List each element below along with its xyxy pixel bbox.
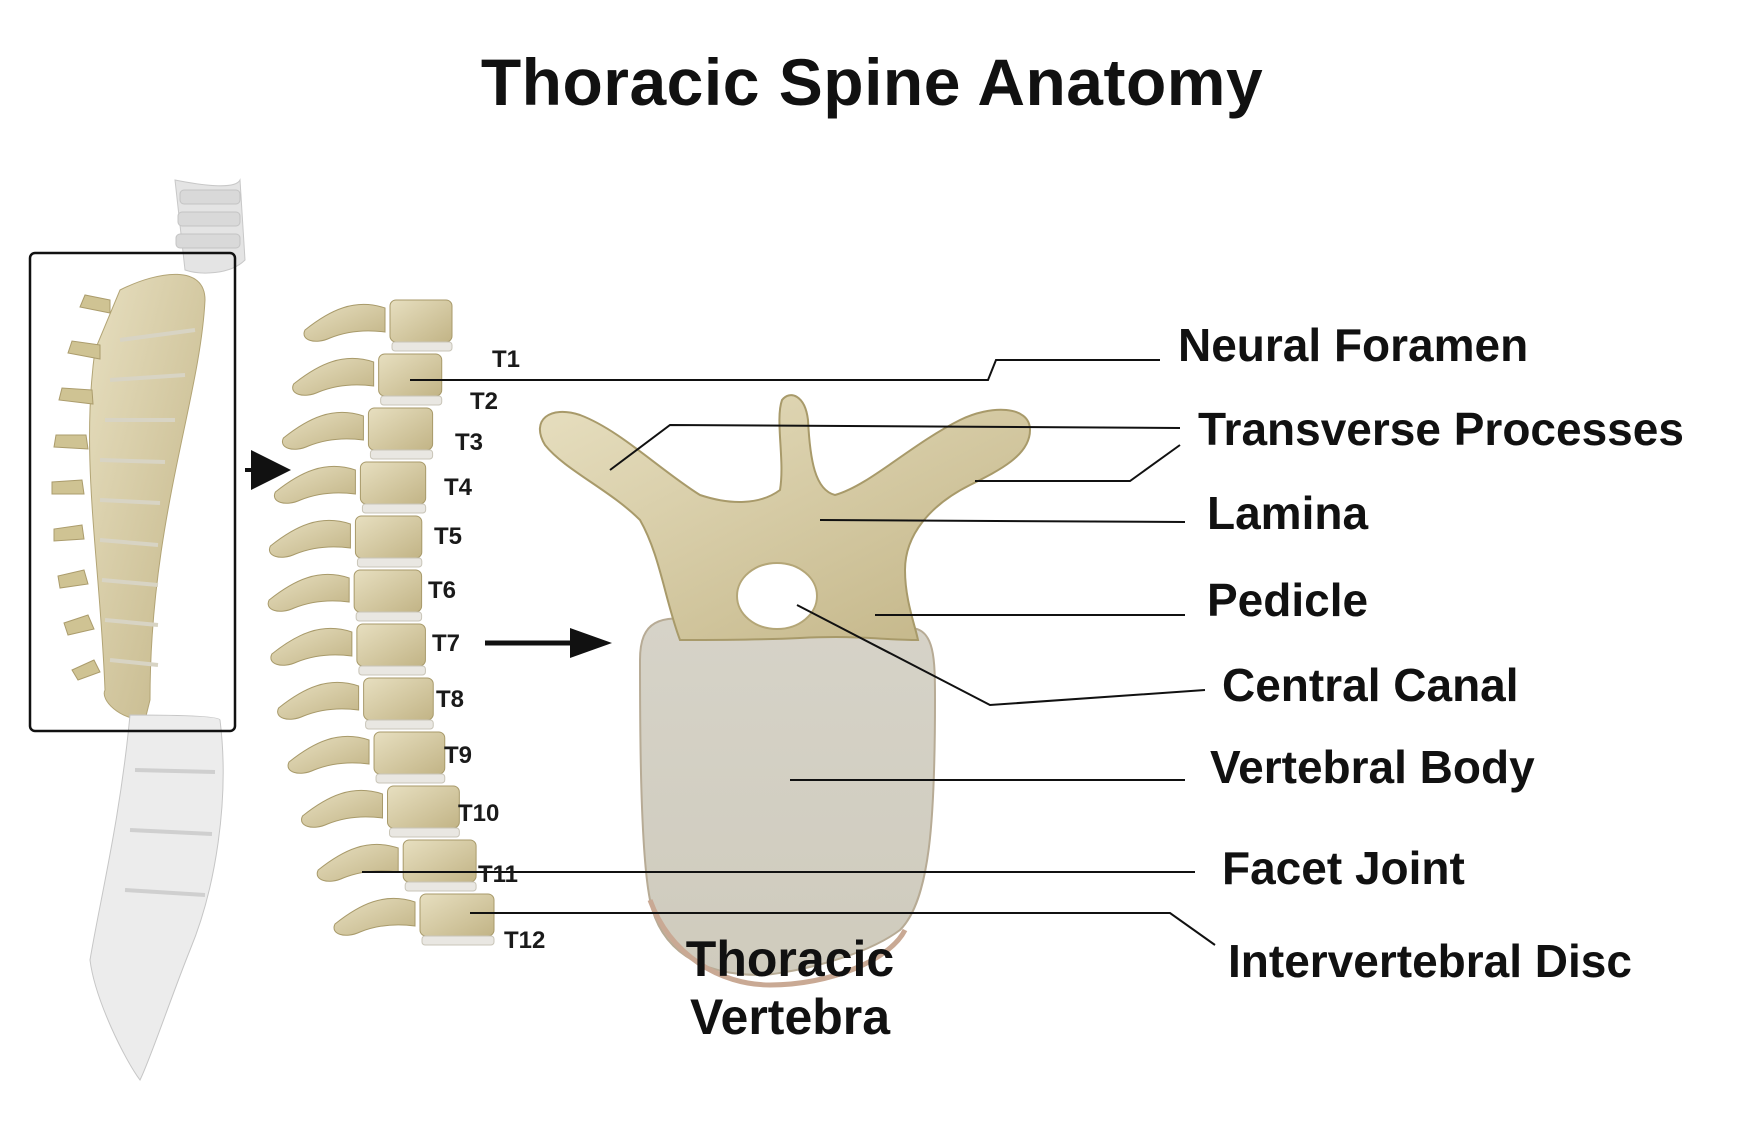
vertebra-segment xyxy=(270,623,426,676)
vertebra-label: T5 xyxy=(434,523,463,550)
caption-line-2: Vertebra xyxy=(689,989,891,1045)
thoracic-vertebra-illustration xyxy=(539,394,1032,988)
label-neural-foramen: Neural Foramen xyxy=(1178,319,1529,371)
vertebra-segment xyxy=(281,407,434,460)
label-pedicle: Pedicle xyxy=(1207,574,1369,626)
vertebra-segment xyxy=(268,515,423,568)
vertebra-segment xyxy=(277,677,434,730)
caption-line-1: Thoracic xyxy=(685,931,895,987)
vertebra-label: T9 xyxy=(444,742,473,769)
vertebra-label: T2 xyxy=(470,388,499,415)
vertebra-label: T11 xyxy=(478,861,519,888)
page-title: Thoracic Spine Anatomy xyxy=(480,45,1264,119)
vertebra-label: T4 xyxy=(444,474,473,501)
vertebra-segment xyxy=(273,461,427,514)
neural-foramen-line xyxy=(410,359,1160,381)
label-facet-joint: Facet Joint xyxy=(1222,842,1465,894)
vertebra-segment xyxy=(287,731,446,784)
selection-box xyxy=(28,251,237,733)
vertebra-segment xyxy=(303,299,453,352)
vertebra-label: T1 xyxy=(492,346,521,373)
vertebra-label: T3 xyxy=(455,429,484,456)
full-spine-illustration xyxy=(51,178,246,1081)
label-transverse-processes: Transverse Processes xyxy=(1198,403,1684,455)
vertebra-label: T7 xyxy=(432,630,461,657)
vertebra-label: T8 xyxy=(436,686,465,713)
label-intervertebral-disc: Intervertebral Disc xyxy=(1228,935,1632,987)
label-vertebral-body: Vertebral Body xyxy=(1210,741,1535,793)
vertebra-segment xyxy=(292,353,443,406)
vertebra-label: T10 xyxy=(458,800,500,827)
vertebra-label: T6 xyxy=(428,577,457,604)
vertebra-segment xyxy=(267,569,423,622)
vertebra-segment xyxy=(301,785,460,838)
thoracic-spine-illustration xyxy=(267,299,495,946)
vertebra-caption: Thoracic Vertebra xyxy=(640,930,940,1046)
t7-arrow-icon xyxy=(485,628,612,658)
vertebra-label: T12 xyxy=(504,927,546,954)
vertebra-segment xyxy=(316,839,477,892)
label-lamina: Lamina xyxy=(1207,487,1369,539)
vertebra-segment xyxy=(333,893,495,946)
label-central-canal: Central Canal xyxy=(1222,659,1519,711)
leader-lines xyxy=(362,359,1216,946)
